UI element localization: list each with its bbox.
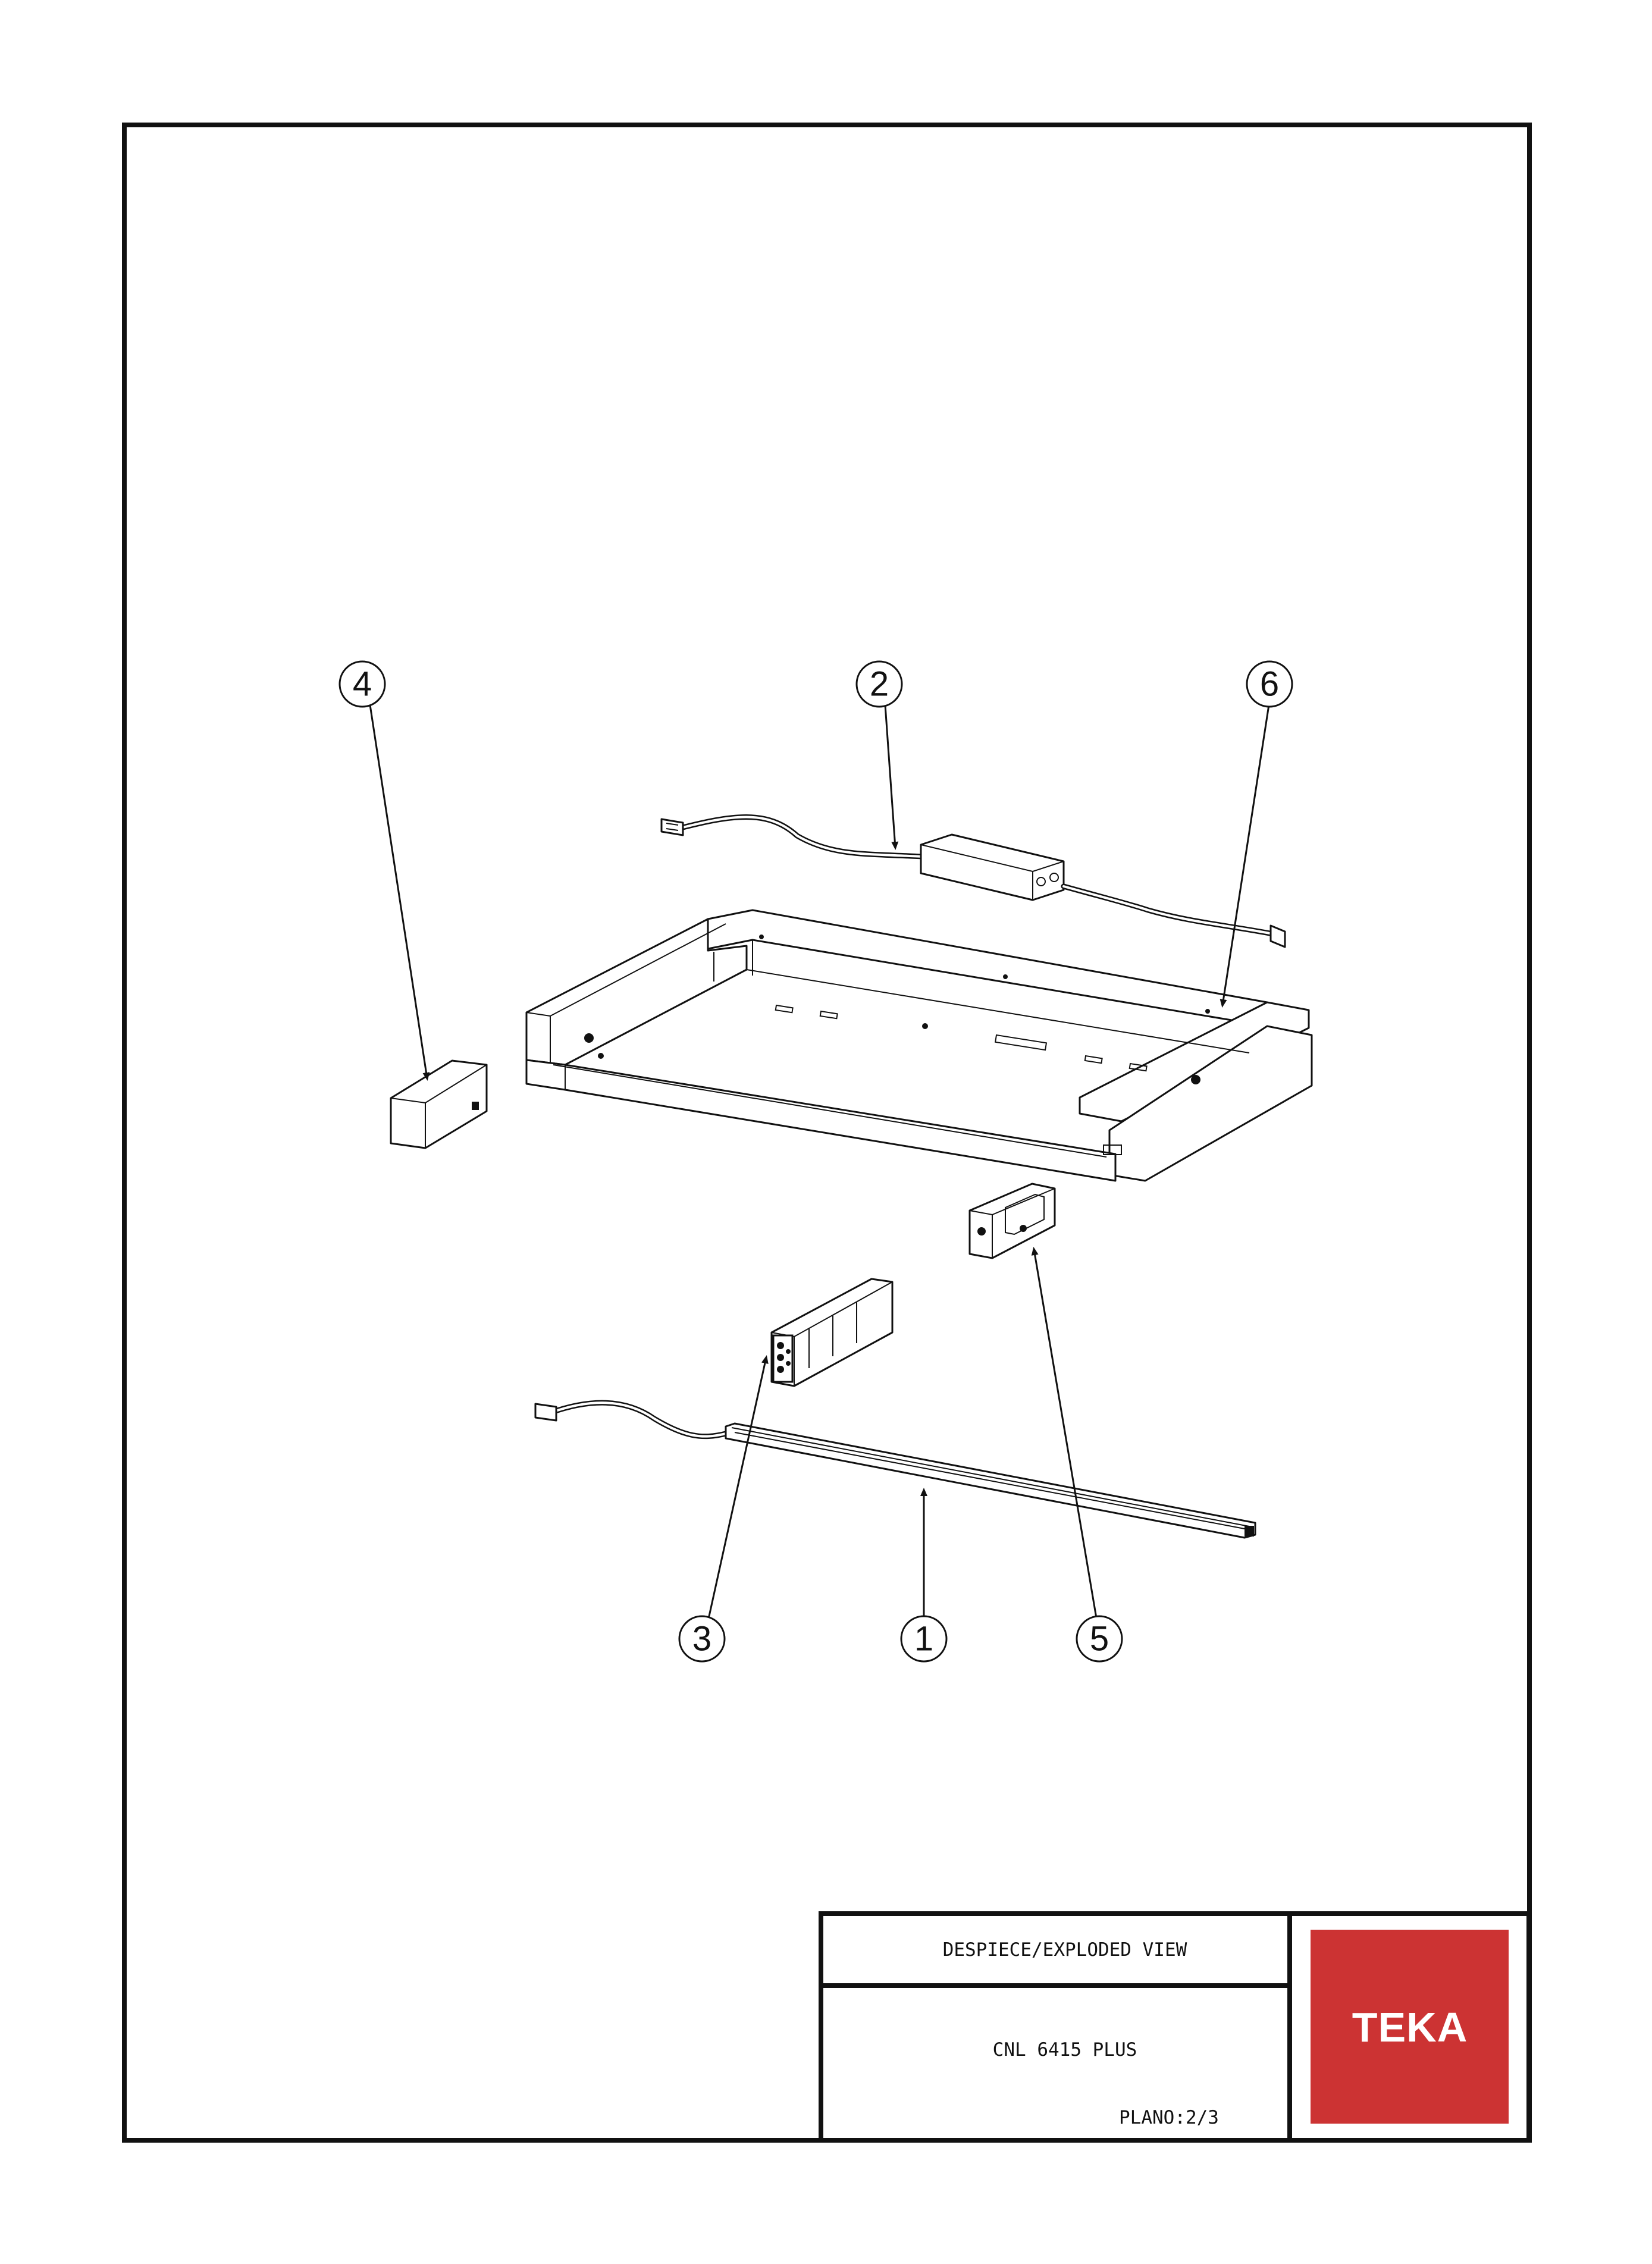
callout-label: 3 — [692, 1620, 711, 1658]
callout-3: 3 — [678, 1615, 726, 1663]
title-block: DESPIECE/EXPLODED VIEW CNL 6415 PLUS PLA… — [819, 1911, 1531, 2143]
callout-1: 1 — [900, 1615, 948, 1663]
part-led-strip — [534, 1400, 1256, 1539]
part-bracket — [968, 1183, 1056, 1259]
callout-label: 5 — [1090, 1620, 1109, 1658]
part-control-module — [770, 1278, 894, 1387]
sheet-number: PLANO:2/3 — [1119, 2107, 1219, 2128]
teka-logo: TEKA — [1311, 1930, 1509, 2124]
callout-5: 5 — [1076, 1615, 1123, 1663]
callout-label: 2 — [870, 665, 889, 704]
brand-name: TEKA — [1352, 2004, 1468, 2050]
model-name: CNL 6415 PLUS — [993, 2039, 1137, 2061]
part-housing-frame — [525, 909, 1313, 1182]
callout-label: 1 — [914, 1620, 933, 1658]
callout-4: 4 — [338, 660, 386, 708]
view-title: DESPIECE/EXPLODED VIEW — [943, 1939, 1187, 1961]
callout-2: 2 — [855, 660, 903, 708]
part-side-box — [390, 1059, 488, 1149]
callout-label: 4 — [353, 665, 372, 704]
leader-lines — [369, 704, 1270, 1628]
callout-6: 6 — [1246, 660, 1293, 708]
callout-label: 6 — [1260, 665, 1279, 704]
